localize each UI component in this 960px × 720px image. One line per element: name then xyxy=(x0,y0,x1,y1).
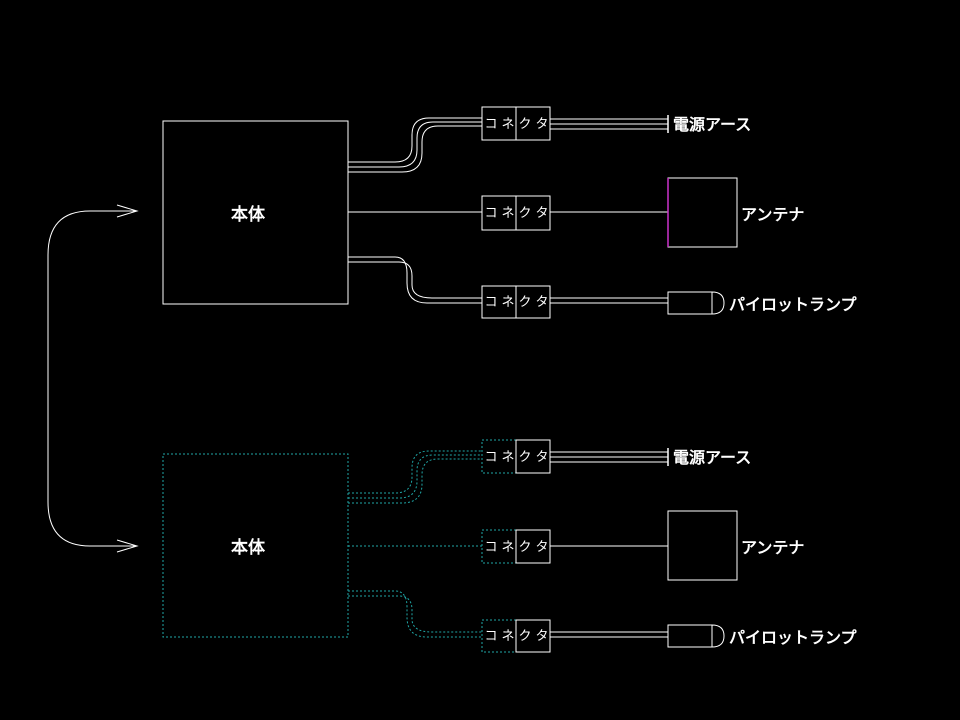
power-ground-output-wire xyxy=(550,451,668,463)
connector xyxy=(481,195,551,231)
connector-char: ネ xyxy=(501,117,514,132)
pilot-lamp-output-wire xyxy=(550,297,668,304)
main-unit-label: 本体 xyxy=(231,537,266,558)
connector-char: コ xyxy=(484,295,497,310)
pilot-lamp-label: パイロットランプ xyxy=(729,628,858,647)
connector-char: タ xyxy=(535,206,548,221)
connector-char: ネ xyxy=(501,295,514,310)
main-unit-label: 本体 xyxy=(231,204,266,225)
connector-solid-half xyxy=(515,439,551,653)
connector-char: ネ xyxy=(501,629,514,644)
power-ground-label: 電源アース xyxy=(673,115,751,134)
connector-dotted-half xyxy=(481,439,516,653)
connector-char: コ xyxy=(484,117,497,132)
connector-char: ク xyxy=(518,295,531,310)
antenna-box xyxy=(667,177,738,248)
connector-char: タ xyxy=(535,540,548,555)
connector xyxy=(481,285,551,319)
pilot-lamp-output-wire xyxy=(550,631,668,638)
connector-char: ネ xyxy=(501,206,514,221)
connector-labels: コ ネ ク タ xyxy=(484,629,548,644)
connector-labels: コ ネ ク タ xyxy=(484,450,548,465)
power-ground-output-wire xyxy=(550,118,668,130)
pilot-lamp-icon xyxy=(667,624,725,648)
connector-char: タ xyxy=(535,629,548,644)
connector-char: ク xyxy=(518,117,531,132)
connector-char: ク xyxy=(518,540,531,555)
connector-labels: コ ネ ク タ xyxy=(484,117,548,132)
pilot-lamp-cable-dotted xyxy=(348,590,482,638)
connector-labels: コ ネ ク タ xyxy=(484,295,548,310)
power-ground-label: 電源アース xyxy=(673,448,751,467)
connector-char: タ xyxy=(535,450,548,465)
connector-char: タ xyxy=(535,295,548,310)
connector-labels: コ ネ ク タ xyxy=(484,540,548,555)
connector-char: コ xyxy=(484,206,497,221)
connector-char: ク xyxy=(518,450,531,465)
connector-char: ク xyxy=(518,206,531,221)
top-group: 本体 コ ネ ク タ xyxy=(162,106,858,319)
connector-char: コ xyxy=(484,540,497,555)
pilot-lamp-label: パイロットランプ xyxy=(729,295,858,314)
antenna-label: アンテナ xyxy=(741,205,804,224)
antenna-label: アンテナ xyxy=(741,538,804,557)
connector xyxy=(481,106,551,141)
link-arrow xyxy=(47,204,139,553)
antenna-box xyxy=(667,510,738,581)
connector-char: ネ xyxy=(501,540,514,555)
connector-char: ネ xyxy=(501,450,514,465)
power-ground-cable-dotted xyxy=(348,450,482,504)
connector-char: コ xyxy=(484,629,497,644)
pilot-lamp-cable xyxy=(348,256,482,304)
connector-char: タ xyxy=(535,117,548,132)
pilot-lamp-icon xyxy=(667,291,725,315)
bottom-group: 本体 xyxy=(162,439,858,653)
power-ground-cable xyxy=(348,117,482,173)
connector-char: コ xyxy=(484,450,497,465)
connector-char: ク xyxy=(518,629,531,644)
connector-labels: コ ネ ク タ xyxy=(484,206,548,221)
